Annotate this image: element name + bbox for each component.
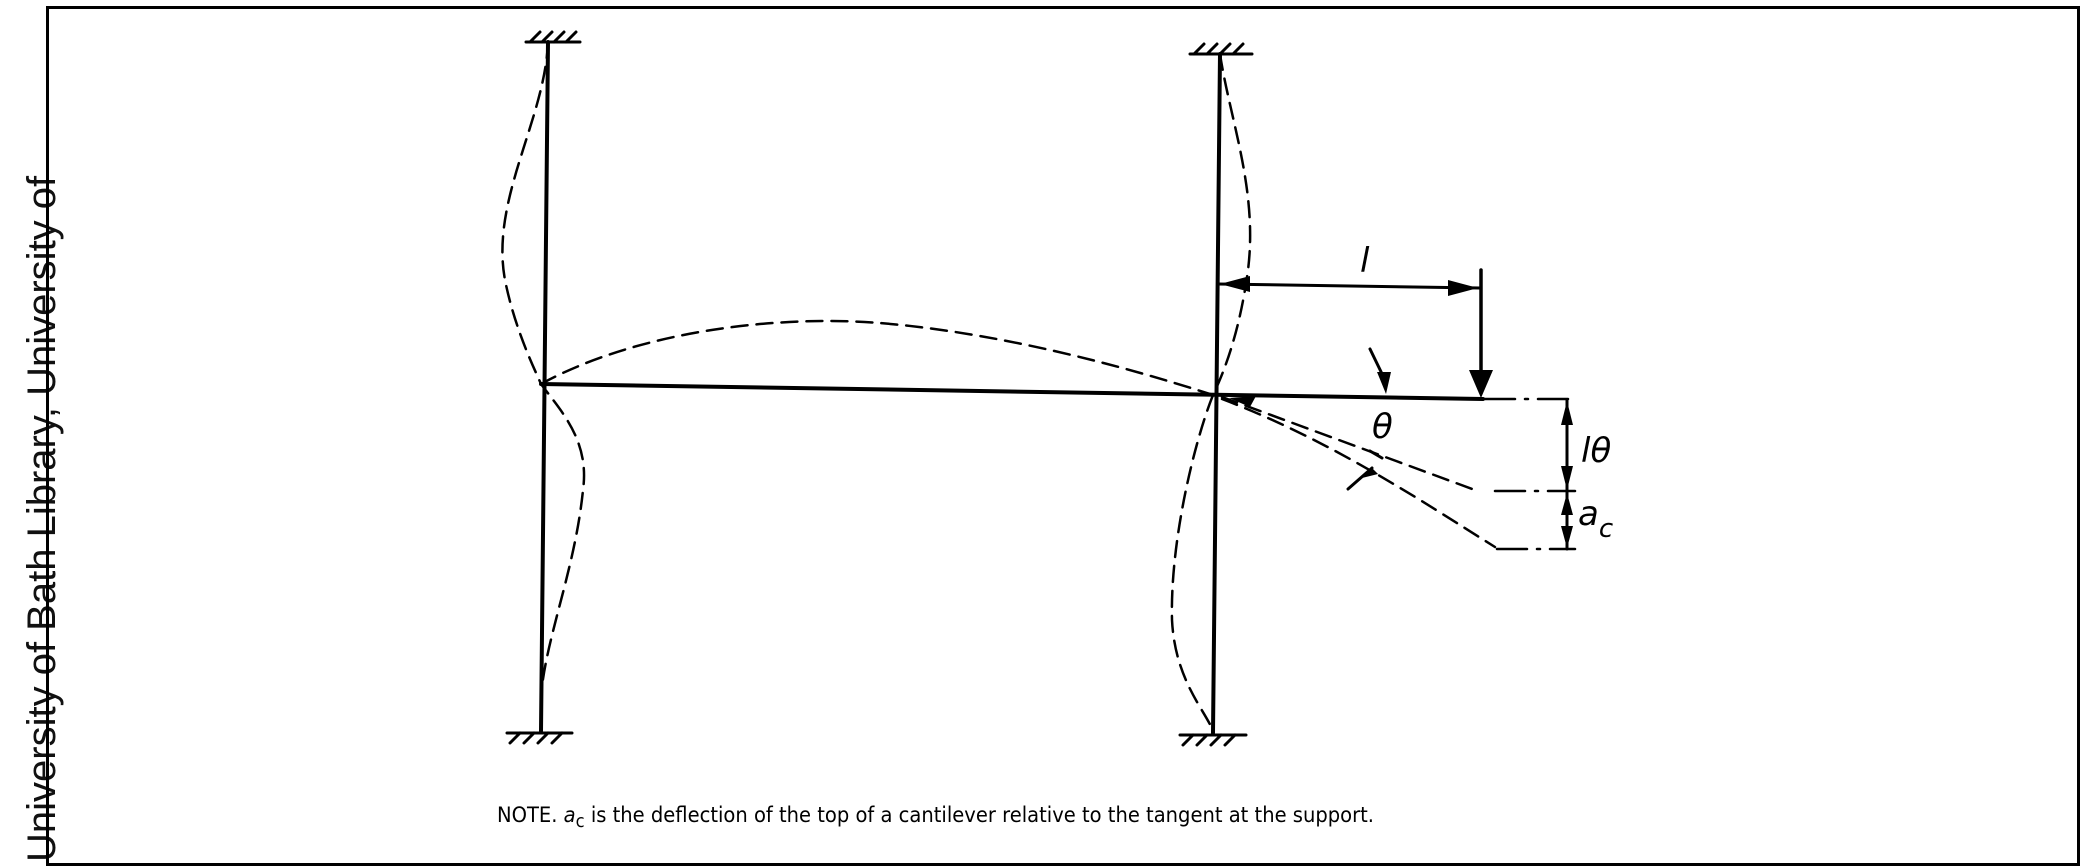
left-bottom-support — [505, 731, 574, 745]
l-arrow-left — [1220, 276, 1250, 292]
beam-deflected-shape — [539, 319, 1215, 397]
right-bottom-support — [1178, 733, 1248, 747]
beam — [539, 382, 1485, 401]
right-column-deflected-shape — [1170, 52, 1252, 733]
left-column — [539, 40, 550, 733]
label-l-theta: lθ — [1581, 431, 1611, 471]
l-dimension-line — [1216, 282, 1482, 290]
cantilever-deflected-line — [1220, 397, 1497, 549]
label-a: ac — [1578, 494, 1613, 544]
load-arrowhead — [1469, 370, 1493, 398]
left-column-deflected-shape — [501, 40, 586, 699]
label-theta: θ — [1372, 407, 1393, 447]
tangent-line — [1220, 395, 1477, 492]
l-arrow-right — [1448, 280, 1478, 296]
right-top-support — [1188, 42, 1254, 56]
label-l: l — [1360, 241, 1370, 281]
left-top-support — [524, 30, 582, 44]
figure-note: NOTE. ac is the deflection of the top of… — [497, 803, 1375, 833]
